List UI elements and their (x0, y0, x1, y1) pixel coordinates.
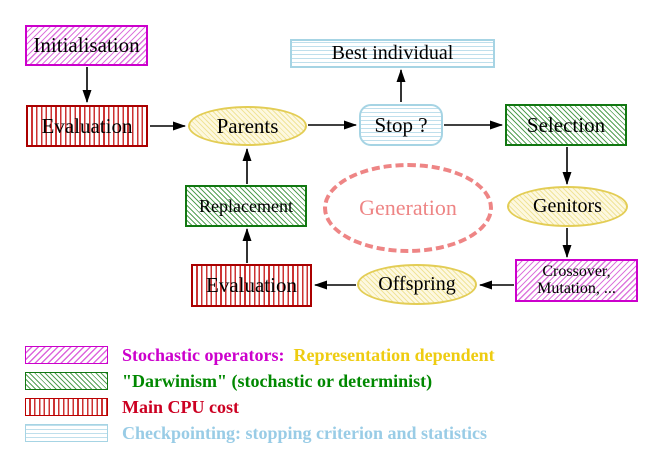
legend-swatch-main-cpu-cost (25, 398, 108, 416)
legend-swatch-checkpointing (25, 424, 108, 442)
node-stop: Stop ? (359, 104, 443, 146)
node-best-individual: Best individual (290, 39, 495, 68)
node-offspring-label: Offspring (378, 273, 456, 295)
node-parents-label: Parents (216, 113, 279, 138)
node-evaluation-top: Evaluation (26, 105, 148, 147)
legend-swatch-darwinism (25, 372, 108, 390)
node-evaluation-bottom: Evaluation (191, 264, 312, 307)
node-crossover-mutation: Crossover, Mutation, ... (515, 259, 638, 302)
node-initialisation: Initialisation (25, 25, 148, 66)
node-replacement: Replacement (185, 185, 307, 227)
node-stop-label: Stop ? (374, 112, 428, 137)
node-crossover-line2: Mutation, ... (537, 279, 616, 297)
node-initialisation-label: Initialisation (33, 33, 140, 58)
node-selection: Selection (505, 104, 627, 146)
legend-label-representation-dependent: Representation dependent (293, 345, 495, 365)
node-evaluation-bottom-label: Evaluation (206, 273, 297, 298)
node-replacement-label: Replacement (199, 195, 293, 216)
node-genitors-label: Genitors (533, 195, 602, 217)
legend-row-stochastic-operators: Stochastic operators: Representation depe… (122, 346, 495, 364)
generation-loop-ellipse: Generation (323, 163, 493, 253)
node-crossover-line1: Crossover, (542, 262, 611, 280)
legend-swatch-stochastic-operators (25, 346, 108, 364)
node-offspring: Offspring (357, 264, 477, 305)
node-selection-label: Selection (526, 112, 606, 137)
node-best-individual-label: Best individual (331, 42, 454, 64)
node-evaluation-top-label: Evaluation (41, 113, 133, 138)
legend-label-checkpointing: Checkpointing: stopping criterion and st… (122, 423, 488, 443)
legend-label-main-cpu-cost: Main CPU cost (122, 397, 239, 417)
generation-label: Generation (359, 195, 457, 221)
legend-label-stochastic-operators: Stochastic operators: (122, 345, 285, 365)
node-genitors: Genitors (507, 186, 628, 227)
legend-label-darwinism: "Darwinism" (stochastic or determinist) (122, 371, 433, 391)
node-parents: Parents (188, 106, 307, 146)
